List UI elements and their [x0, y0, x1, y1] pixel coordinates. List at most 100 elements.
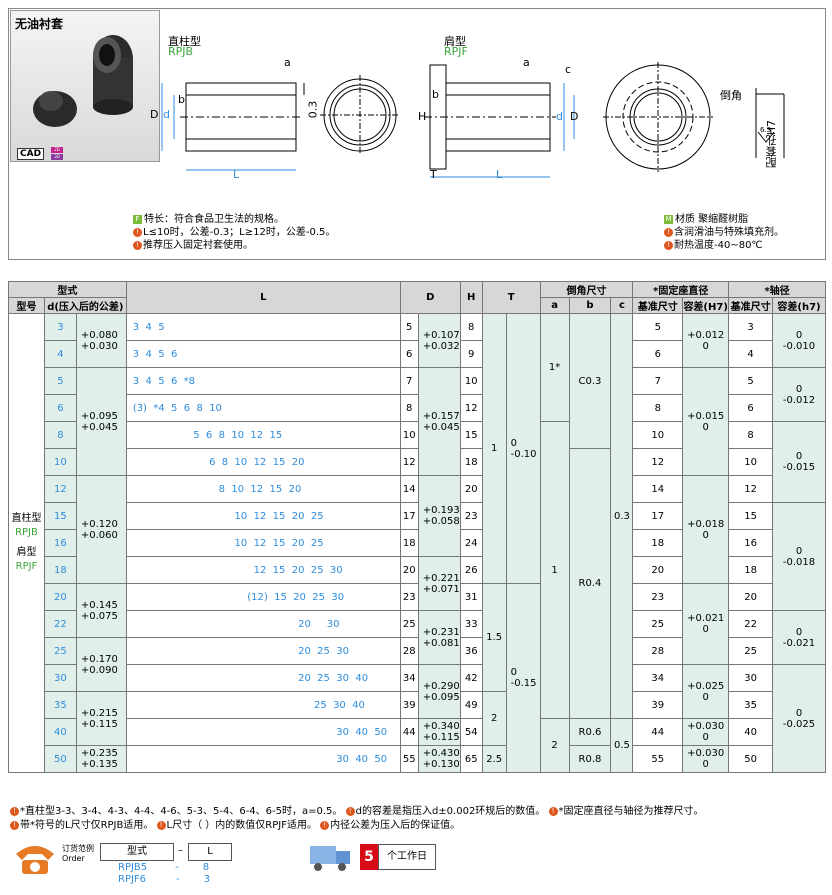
delivery-truck-icon [310, 846, 350, 871]
shaft-base: 35 [728, 691, 773, 719]
note-circle-icon: ! [548, 807, 558, 816]
note-oil: !含润滑油与特殊填充剂。 [664, 226, 784, 239]
seat-base: 44 [632, 718, 684, 746]
col-type-group: 型式 [8, 281, 127, 298]
seat-base: 20 [632, 556, 684, 584]
seat-base: 25 [632, 610, 684, 638]
dim-H: H [418, 110, 427, 123]
shaft-base: 8 [728, 421, 773, 449]
d-tolerance: +0.145+0.075 [75, 583, 127, 638]
cad-3d-badge[interactable]: 3D [51, 154, 63, 160]
shaft-tolerance: 0-0.025 [772, 664, 826, 773]
H-value: 10 [459, 367, 483, 395]
d-value: 30 [43, 664, 77, 692]
note-heat: !耐热温度-40~80℃ [664, 239, 784, 252]
shaft-base: 3 [728, 313, 773, 341]
shaft-tolerance: 0-0.010 [772, 313, 826, 368]
dim-c: c [565, 63, 572, 76]
dim-T: T [430, 168, 437, 181]
shaft-base: 50 [728, 745, 773, 773]
note-circle-icon: ! [664, 228, 673, 237]
col-seat-base: 基准尺寸 [632, 297, 684, 314]
type-label: RPJB [15, 527, 38, 538]
feature-icon: F [133, 215, 142, 224]
type2-code: RPJF [444, 45, 468, 58]
dim-D: D [150, 108, 159, 121]
L-values: 12 15 20 25 30 [125, 556, 401, 584]
note-circle-icon: ! [664, 241, 673, 250]
L-values: 10 12 15 20 25 [125, 529, 401, 557]
rpjb-drawing [161, 82, 305, 171]
d-value: 3 [43, 313, 77, 341]
col-a: a [539, 297, 570, 314]
L-values: 6 8 10 12 15 20 [125, 448, 401, 476]
cad-2d-badge[interactable]: 2D [51, 147, 63, 153]
D-value: 12 [399, 448, 419, 476]
H-value: 42 [459, 664, 483, 692]
D-tolerance: +0.340+0.115 [417, 718, 461, 746]
L-values: 30 40 50 [125, 745, 401, 773]
cad-label: CAD [20, 149, 42, 159]
col-type-no: 型号 [8, 297, 45, 314]
delivery-unit: 个工作日 [378, 844, 436, 870]
shaft-base: 12 [728, 475, 773, 503]
seat-base: 18 [632, 529, 684, 557]
D-tolerance: +0.157+0.045 [417, 367, 461, 476]
footnote-4: 带*符号的L尺寸仅RPJB适用。 [20, 820, 154, 831]
cad-badge[interactable]: CAD [17, 148, 45, 160]
order-example-2: RPJF6-3 [118, 874, 211, 885]
shaft-base: 22 [728, 610, 773, 638]
delivery-days: 5 [360, 844, 378, 870]
rpjf-drawing [424, 64, 575, 178]
L-values: 3 4 5 6 *8 [125, 367, 401, 395]
D-value: 20 [399, 556, 419, 584]
D-tolerance: +0.290+0.095 [417, 664, 461, 719]
d-value: 35 [43, 691, 77, 719]
product-title: 无油衬套 [15, 17, 64, 31]
order-col-L: L [188, 843, 232, 861]
shaft-base: 40 [728, 718, 773, 746]
L-values: 5 6 8 10 12 15 [125, 421, 401, 449]
col-chamfer: 倒角尺寸 [539, 281, 634, 298]
footnote-1: *直柱型3-3、3-4、4-3、4-4、4-6、5-3、5-4、6-4、6-5时… [20, 806, 343, 817]
D-value: 39 [399, 691, 419, 719]
L-values: 8 10 12 15 20 [125, 475, 401, 503]
col-shaft-base: 基准尺寸 [728, 297, 773, 314]
seat-base: 7 [632, 367, 684, 395]
note-circle-icon: ! [133, 241, 142, 250]
T-value: 1.5 [481, 583, 507, 692]
d-value: 10 [43, 448, 77, 476]
col-H: H [459, 281, 483, 314]
b-value: R0.8 [568, 745, 612, 773]
H-value: 36 [459, 637, 483, 665]
note-press-fit: !推荐压入固定衬套使用。 [133, 239, 335, 252]
shaft-base: 16 [728, 529, 773, 557]
L-values: 3 4 5 6 [125, 340, 401, 368]
col-L: L [125, 281, 401, 314]
D-tolerance: +0.430+0.130 [417, 745, 461, 773]
D-tolerance: +0.231+0.081 [417, 610, 461, 665]
L-values: 10 12 15 20 25 [125, 502, 401, 530]
note-circle-icon: ! [10, 821, 19, 830]
L-values: 20 25 30 40 [125, 664, 401, 692]
b-value: R0.6 [568, 718, 612, 746]
shaft-base: 6 [728, 394, 773, 422]
L-values: 30 40 50 [125, 718, 401, 746]
d-value: 25 [43, 637, 77, 665]
footnote-3: *固定座直径与轴径为推荐尺寸。 [558, 806, 704, 817]
d-value: 5 [43, 367, 77, 395]
H-value: 24 [459, 529, 483, 557]
